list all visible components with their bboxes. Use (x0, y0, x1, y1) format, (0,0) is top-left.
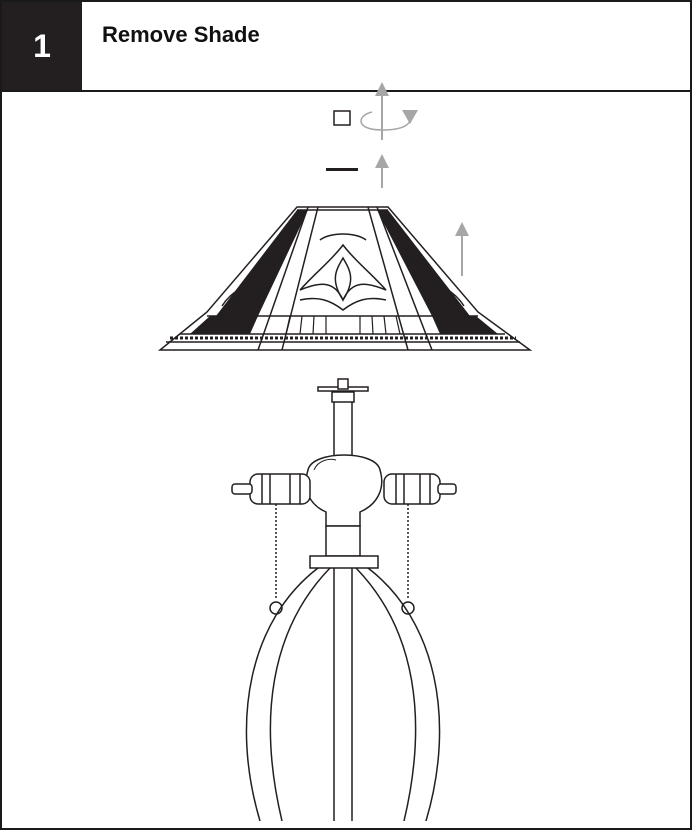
lamp-base-illustration (231, 378, 457, 821)
lamp-shade-illustration (157, 206, 533, 351)
up-arrow-icon (455, 222, 469, 276)
step-number-badge: 1 (2, 2, 82, 90)
step-header: 1 Remove Shade (2, 2, 692, 92)
finial-square-icon (333, 110, 351, 126)
step-title: Remove Shade (102, 22, 260, 47)
washer-icon (326, 168, 358, 171)
up-arrow-icon (375, 154, 389, 188)
rotate-arrow-icon (360, 82, 418, 140)
